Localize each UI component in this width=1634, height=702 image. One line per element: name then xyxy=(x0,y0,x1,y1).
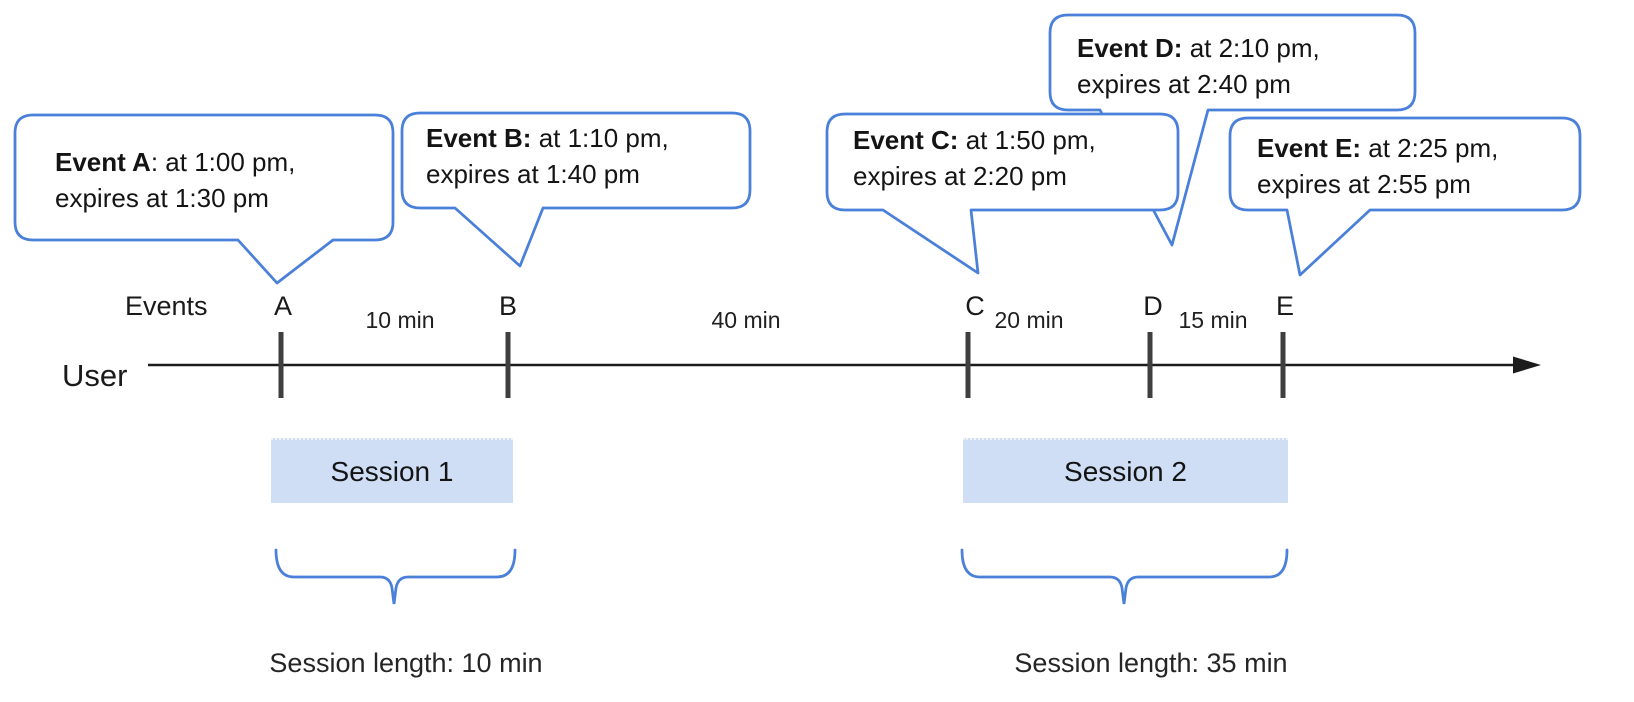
session-1-label: Session 1 xyxy=(330,455,454,487)
speech-bubble-e xyxy=(1228,116,1582,277)
event-mark-e: E xyxy=(1275,291,1295,321)
bubble-event-e-rest: at 2:25 pm, expires at 2:55 pm xyxy=(1257,133,1499,199)
interval-b-c-label: 40 min xyxy=(711,307,781,333)
speech-bubble-b xyxy=(400,111,752,268)
bubble-event-b-rest: at 1:10 pm, expires at 1:40 pm xyxy=(426,123,669,189)
speech-bubble-d xyxy=(1048,13,1417,247)
session-1-length-label: Session length: 10 min xyxy=(269,648,543,678)
session-2-label: Session 2 xyxy=(1064,455,1187,487)
bubble-event-e-bold: Event E: xyxy=(1257,133,1362,163)
bubble-event-a-text: Event A: at 1:00 pm, expires at 1:30 pm xyxy=(55,144,295,216)
bubble-event-b-text: Event B: at 1:10 pm, expires at 1:40 pm xyxy=(426,120,669,192)
bubble-event-b-bold: Event B: xyxy=(426,123,532,153)
bubble-event-d-bold: Event D: xyxy=(1077,33,1183,63)
speech-bubble-c xyxy=(825,112,1180,275)
bubble-event-d-rest: at 2:10 pm, expires at 2:40 pm xyxy=(1077,33,1320,99)
bubble-event-c-bold: Event C: xyxy=(853,125,959,155)
bubble-event-d-text: Event D: at 2:10 pm, expires at 2:40 pm xyxy=(1077,30,1320,102)
interval-c-d-label: 20 min xyxy=(994,307,1064,333)
brace-session-1 xyxy=(274,548,517,605)
event-mark-b: B xyxy=(498,291,518,321)
interval-a-b-label: 10 min xyxy=(365,307,435,333)
session-2-length-label: Session length: 35 min xyxy=(1014,648,1288,678)
bubble-event-a-bold: Event A xyxy=(55,147,151,177)
bubble-event-a-rest: : at 1:00 pm, expires at 1:30 pm xyxy=(55,147,296,213)
session-1-box: Session 1 xyxy=(271,438,513,503)
bubble-event-c-rest: at 1:50 pm, expires at 2:20 pm xyxy=(853,125,1096,191)
bubble-event-e-text: Event E: at 2:25 pm, expires at 2:55 pm xyxy=(1257,130,1498,202)
user-row-label: User xyxy=(62,358,128,393)
event-mark-c: C xyxy=(965,291,985,321)
brace-session-2 xyxy=(960,548,1289,605)
event-mark-d: D xyxy=(1143,291,1163,321)
speech-bubble-a xyxy=(13,113,395,285)
session-2-box: Session 2 xyxy=(963,438,1288,503)
event-mark-a: A xyxy=(273,291,293,321)
bubble-event-c-text: Event C: at 1:50 pm, expires at 2:20 pm xyxy=(853,122,1096,194)
timeline-arrowhead-icon xyxy=(1513,356,1541,374)
events-axis-label: Events xyxy=(125,291,208,321)
interval-d-e-label: 15 min xyxy=(1178,307,1248,333)
